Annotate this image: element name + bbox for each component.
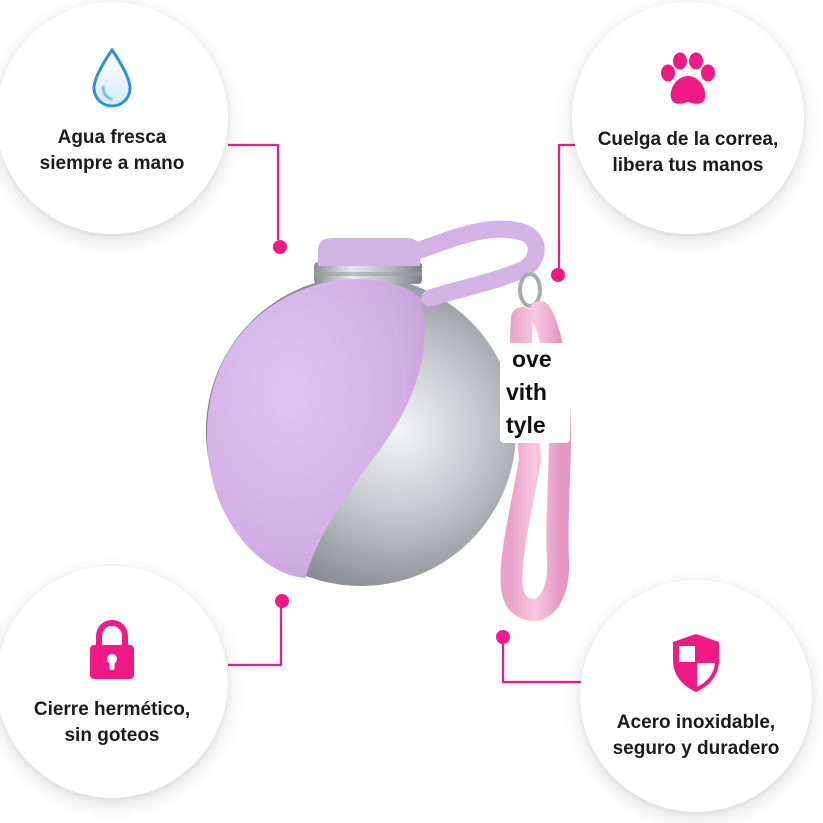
feature-steel-line2: seguro y duradero bbox=[612, 738, 780, 759]
feature-lock-line2: sin goteos bbox=[64, 725, 160, 746]
connector-dot-lock bbox=[275, 594, 289, 608]
connector-dot-steel bbox=[496, 630, 510, 644]
connector-lock bbox=[228, 603, 283, 667]
strap-text-3: tyle bbox=[506, 412, 546, 438]
strap-tag bbox=[500, 343, 570, 443]
feature-water-line1: Agua fresca bbox=[57, 126, 167, 148]
padlock-icon bbox=[87, 617, 137, 683]
bottle-cap bbox=[318, 238, 420, 266]
feature-steel-line1: Acero inoxidable, bbox=[616, 711, 776, 733]
metal-ring bbox=[518, 272, 542, 308]
connector-dot-water bbox=[273, 240, 287, 254]
cap-loop bbox=[405, 220, 545, 307]
feature-leash-line1: Cuelga de la correa, bbox=[597, 128, 779, 150]
feature-lock-card: Cierre hermético, sin goteos bbox=[0, 566, 228, 798]
silicone-sleeve bbox=[206, 279, 425, 578]
feature-steel-card: Acero inoxidable, seguro y duradero bbox=[580, 580, 812, 812]
feature-water-card: Agua fresca siempre a mano bbox=[0, 2, 228, 234]
paw-print-icon bbox=[659, 47, 717, 113]
water-drop-icon bbox=[90, 45, 134, 111]
feature-leash-card: Cuelga de la correa, libera tus manos bbox=[572, 2, 804, 234]
strap-text-1: ove bbox=[512, 346, 552, 372]
connector-steel bbox=[501, 637, 590, 684]
strap-text-2: vith bbox=[506, 379, 547, 405]
feature-water-line2: siempre a mano bbox=[39, 153, 185, 174]
feature-lock-line1: Cierre hermético, bbox=[33, 698, 191, 720]
shield-icon bbox=[670, 630, 722, 696]
connector-dot-leash bbox=[551, 268, 565, 282]
feature-leash-line2: libera tus manos bbox=[612, 155, 764, 176]
connector-water bbox=[228, 143, 280, 240]
